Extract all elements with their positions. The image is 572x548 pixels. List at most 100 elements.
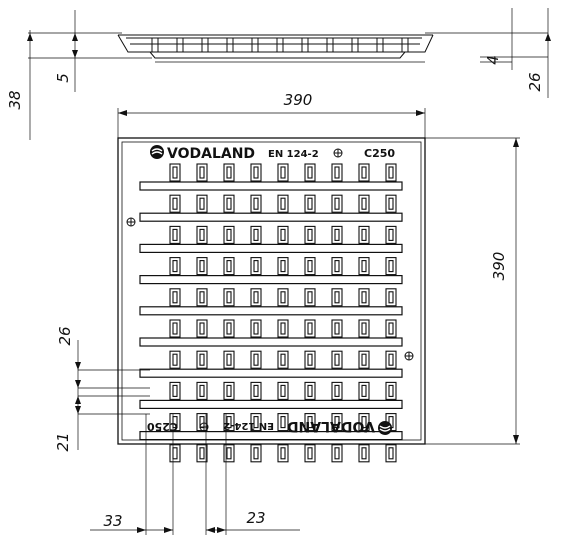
grate-slot-inner [280, 447, 286, 460]
grate-slot-inner [307, 384, 313, 397]
grate-slot-inner [307, 166, 313, 179]
grate-slot-inner [253, 291, 259, 304]
grate-slot-inner [307, 228, 313, 241]
grate-slot-inner [334, 384, 340, 397]
grate-slot-inner [253, 166, 259, 179]
grate-slot-inner [280, 384, 286, 397]
bolt-icon [126, 217, 136, 227]
side-rib [251, 37, 259, 53]
grate-slot-inner [280, 166, 286, 179]
grate-slot-inner [253, 260, 259, 273]
side-rib [326, 37, 334, 53]
grate-slot-inner [388, 384, 394, 397]
grate-slot-inner [280, 291, 286, 304]
bolt-icon [199, 422, 209, 432]
grate-slot-inner [334, 260, 340, 273]
grate-slot-inner [199, 291, 205, 304]
grate-slot-inner [199, 353, 205, 366]
grate-slot-inner [253, 353, 259, 366]
grate-slot-inner [307, 322, 313, 335]
grate-slot-inner [280, 260, 286, 273]
grate-slot-inner [361, 197, 367, 210]
slot-grid [169, 163, 397, 463]
dim-rim-offset: 4 [484, 55, 502, 65]
grate-slot-inner [388, 166, 394, 179]
grate-slot-inner [172, 260, 178, 273]
side-rib [301, 37, 309, 53]
grate-bar [139, 306, 403, 316]
grate-slot-inner [307, 447, 313, 460]
side-view: 38 5 4 26 [6, 8, 551, 140]
grate-slot-inner [172, 228, 178, 241]
grate-slot-inner [388, 228, 394, 241]
bottom-dimensions: 33 23 [90, 414, 300, 535]
bottom-marking: VODALAND EN 124-2 C250 [147, 418, 392, 435]
grate-slot-inner [334, 228, 340, 241]
grate-slot-inner [388, 197, 394, 210]
grate-slot-inner [307, 197, 313, 210]
grate-slot-inner [361, 447, 367, 460]
grate-slot-inner [334, 322, 340, 335]
dim-total-height: 38 [6, 90, 24, 109]
dim-bar-gap: 21 [54, 432, 72, 451]
height-dimension: 390 [425, 137, 520, 445]
grate-slot-inner [334, 353, 340, 366]
grate-slot-inner [199, 228, 205, 241]
grate-slot-inner [172, 447, 178, 460]
grate-slot-inner [361, 260, 367, 273]
grate-slot-inner [172, 197, 178, 210]
bolt-icon [333, 148, 343, 158]
grate-slot-inner [253, 416, 259, 429]
dim-edge-offset: 33 [103, 512, 122, 530]
plan-view: VODALAND EN 124-2 C250 VODALAND EN 124-2 [117, 137, 426, 463]
grate-slot-inner [226, 197, 232, 210]
grate-slot-inner [361, 291, 367, 304]
grate-slot-inner [361, 353, 367, 366]
grate-slot-inner [388, 291, 394, 304]
grate-slot-inner [280, 353, 286, 366]
grate-slot-inner [226, 384, 232, 397]
side-rib [201, 37, 209, 53]
grate-slot-inner [199, 197, 205, 210]
vodaland-logo-icon [150, 145, 164, 159]
grate-slot-inner [172, 291, 178, 304]
grate-slot-inner [307, 291, 313, 304]
grate-slot-inner [280, 322, 286, 335]
grate-slot-inner [226, 260, 232, 273]
left-dimensions: 26 21 [54, 326, 150, 452]
grate-slot-inner [307, 416, 313, 429]
grate-slot-inner [226, 291, 232, 304]
grate-bar [139, 399, 403, 409]
grate-slot-inner [226, 322, 232, 335]
load-class-top: C250 [364, 147, 395, 160]
grate-slot-inner [226, 353, 232, 366]
dim-width-top: 390 [284, 91, 313, 109]
grate-slot-inner [172, 384, 178, 397]
grate-slot-inner [199, 384, 205, 397]
grate-slot-inner [361, 166, 367, 179]
grate-slot-inner [307, 353, 313, 366]
standard-bottom: EN 124-2 [223, 420, 274, 431]
grate-slot-inner [253, 228, 259, 241]
side-rib [401, 37, 409, 53]
grate-slot-inner [226, 447, 232, 460]
bar-grid [139, 181, 403, 441]
grate-bar [139, 337, 403, 347]
dim-grate-depth: 26 [526, 72, 544, 91]
grate-slot-inner [199, 416, 205, 429]
grate-slot-inner [253, 197, 259, 210]
brand-bottom: VODALAND [287, 418, 375, 434]
side-rib [276, 37, 284, 53]
grate-slot-inner [280, 416, 286, 429]
grate-slot-inner [253, 384, 259, 397]
width-dimension: 390 [117, 91, 426, 138]
grate-slot-inner [334, 197, 340, 210]
top-marking: VODALAND EN 124-2 C250 [150, 145, 395, 162]
grate-slot-inner [172, 322, 178, 335]
grate-slot-inner [280, 228, 286, 241]
dim-flange-height: 5 [54, 73, 72, 83]
grate-slot-inner [361, 384, 367, 397]
side-rib [226, 37, 234, 53]
side-rib [351, 37, 359, 53]
grate-slot-inner [361, 416, 367, 429]
